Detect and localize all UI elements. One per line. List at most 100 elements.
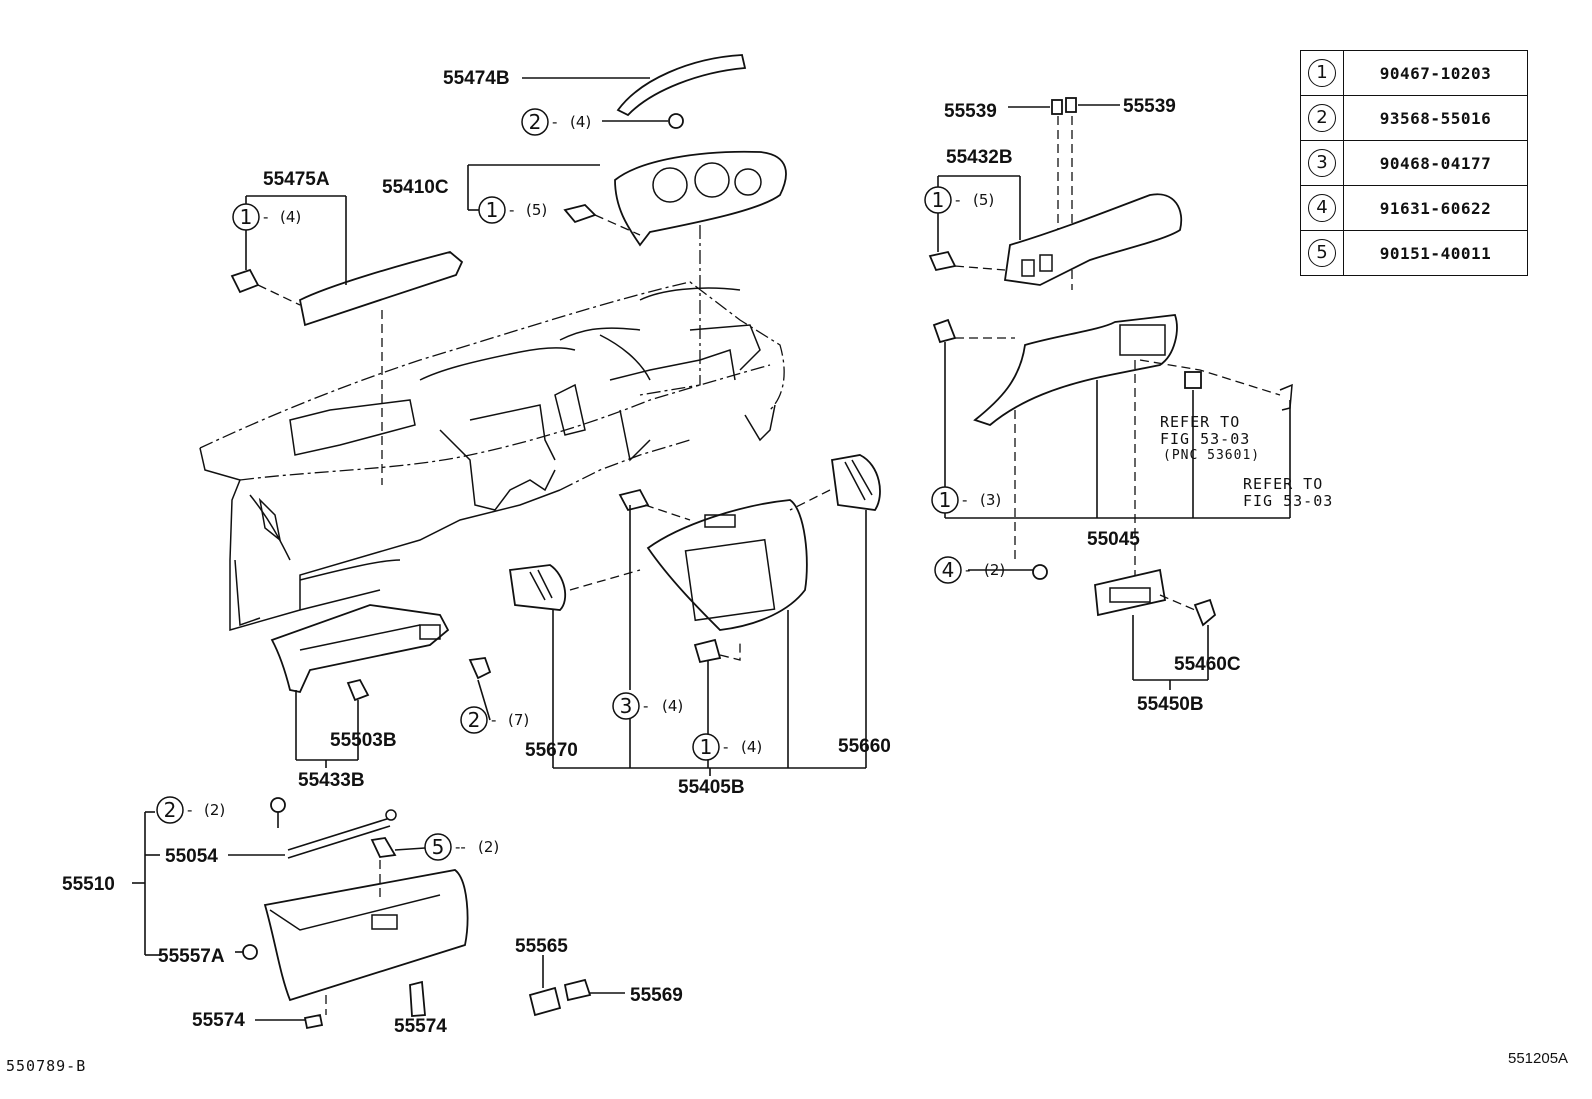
- cover-55569: [563, 978, 592, 1002]
- svg-text:--: --: [455, 838, 466, 856]
- label-55574-left: 55574: [192, 1010, 245, 1031]
- refer-note-1-line2: FIG 53-03: [1160, 430, 1250, 448]
- svg-text:(2): (2): [478, 838, 499, 856]
- svg-text:(5): (5): [526, 201, 547, 219]
- label-55474B: 55474B: [443, 68, 510, 89]
- legend-row: 3 90468-04177: [1300, 140, 1528, 186]
- svg-text:(7): (7): [508, 711, 529, 729]
- garnish-55475A: [298, 251, 464, 327]
- svg-text:-: -: [723, 738, 728, 756]
- label-55433B: 55433B: [298, 770, 365, 791]
- callout-2-qty4: 2 - (4): [521, 108, 591, 136]
- callout-1-qty4-left: 1 - (4): [232, 203, 301, 231]
- svg-text:-: -: [509, 201, 514, 219]
- refer-note-2-line1: REFER TO: [1243, 475, 1323, 493]
- svg-text:5: 5: [432, 835, 445, 859]
- screw-icon: [668, 113, 684, 129]
- refer-note-1-line1: REFER TO: [1160, 413, 1240, 431]
- label-55054: 55054: [165, 846, 218, 867]
- lower-panel-55433B: [270, 604, 450, 694]
- meter-hood-55410C: [614, 150, 787, 247]
- svg-text:(2): (2): [984, 561, 1005, 579]
- svg-text:2: 2: [529, 110, 542, 134]
- legend-key: 3: [1308, 149, 1336, 177]
- callout-3-qty4: 3 - (4): [612, 692, 683, 720]
- svg-text:-: -: [491, 711, 496, 729]
- label-55660: 55660: [838, 736, 891, 757]
- refer-note-1-line3: (PNC 53601): [1163, 448, 1260, 463]
- garnish-55474B: [616, 54, 747, 117]
- legend-part-number: 90467-10203: [1343, 50, 1528, 96]
- label-55503B: 55503B: [330, 730, 397, 751]
- lower-panel-55045: [973, 314, 1178, 427]
- refer-note-2-line2: FIG 53-03: [1243, 492, 1333, 510]
- label-55569: 55569: [630, 985, 683, 1006]
- instrument-panel-drawing: [199, 281, 785, 631]
- center-cluster-55405B: [646, 499, 808, 631]
- svg-text:(3): (3): [980, 491, 1001, 509]
- svg-text:(4): (4): [570, 113, 591, 131]
- label-55432B: 55432B: [946, 147, 1013, 168]
- svg-text:(4): (4): [741, 738, 762, 756]
- svg-text:2: 2: [468, 708, 481, 732]
- cover-55565: [528, 986, 562, 1017]
- svg-text:2: 2: [164, 798, 177, 822]
- svg-text:3: 3: [620, 694, 633, 718]
- legend-key: 4: [1308, 194, 1336, 222]
- callout-2-qty2: 2 - (2): [156, 796, 225, 824]
- label-55410C: 55410C: [382, 177, 449, 198]
- legend-row: 1 90467-10203: [1300, 50, 1528, 96]
- label-55557A: 55557A: [158, 946, 225, 967]
- svg-text:1: 1: [240, 205, 253, 229]
- legend-row: 4 91631-60622: [1300, 185, 1528, 231]
- callout-5-qty2: 5 -- (2): [424, 833, 499, 861]
- label-55405B: 55405B: [678, 777, 745, 798]
- svg-text:-: -: [643, 697, 648, 715]
- legend-key: 2: [1308, 104, 1336, 132]
- svg-text:1: 1: [932, 188, 945, 212]
- bezel-55450B: [1094, 568, 1167, 617]
- svg-text:-: -: [187, 801, 192, 819]
- callout-1-qty3: 1 - (3): [931, 486, 1001, 514]
- label-55670: 55670: [525, 740, 578, 761]
- svg-text:-: -: [955, 191, 960, 209]
- svg-text:(2): (2): [204, 801, 225, 819]
- legend-row: 5 90151-40011: [1300, 230, 1528, 276]
- label-55460C: 55460C: [1174, 654, 1241, 675]
- figure-code-right: 551205A: [1508, 1050, 1569, 1067]
- label-55475A: 55475A: [263, 169, 330, 190]
- label-55539-right: 55539: [1123, 96, 1176, 117]
- svg-text:4: 4: [942, 558, 955, 582]
- svg-text:1: 1: [486, 198, 499, 222]
- svg-text:-: -: [962, 491, 967, 509]
- legend-part-number: 93568-55016: [1343, 95, 1528, 141]
- glove-box-55510: [263, 869, 469, 1002]
- lower-panel-55432B: [1003, 193, 1183, 286]
- label-55539-left: 55539: [944, 101, 997, 122]
- callout-1-qty5-center: 1 - (5): [478, 196, 547, 224]
- legend-part-number: 90151-40011: [1343, 230, 1528, 276]
- legend-row: 2 93568-55016: [1300, 95, 1528, 141]
- svg-text:(5): (5): [973, 191, 994, 209]
- svg-text:(4): (4): [280, 208, 301, 226]
- svg-text:-: -: [263, 208, 268, 226]
- legend-key: 5: [1308, 239, 1336, 267]
- clip-icon: [1051, 99, 1063, 115]
- callout-4-qty2: 4 - (2): [934, 556, 1005, 584]
- callout-2-qty7: 2 - (7): [460, 706, 529, 734]
- svg-text:(4): (4): [662, 697, 683, 715]
- callout-1-qty5-right: 1 - (5): [924, 186, 994, 214]
- callout-1-qty4-center: 1 - (4): [692, 733, 762, 761]
- svg-text:-: -: [965, 561, 970, 579]
- label-55565: 55565: [515, 936, 568, 957]
- figure-code-left: 550789-B: [6, 1057, 87, 1075]
- legend-part-number: 91631-60622: [1343, 185, 1528, 231]
- label-55450B: 55450B: [1137, 694, 1204, 715]
- legend-key: 1: [1308, 59, 1336, 87]
- svg-text:1: 1: [700, 735, 713, 759]
- fastener-legend-table: 1 90467-10203 2 93568-55016 3 90468-0417…: [1300, 50, 1528, 276]
- label-55510: 55510: [62, 874, 115, 895]
- label-55045: 55045: [1087, 529, 1140, 550]
- legend-part-number: 90468-04177: [1343, 140, 1528, 186]
